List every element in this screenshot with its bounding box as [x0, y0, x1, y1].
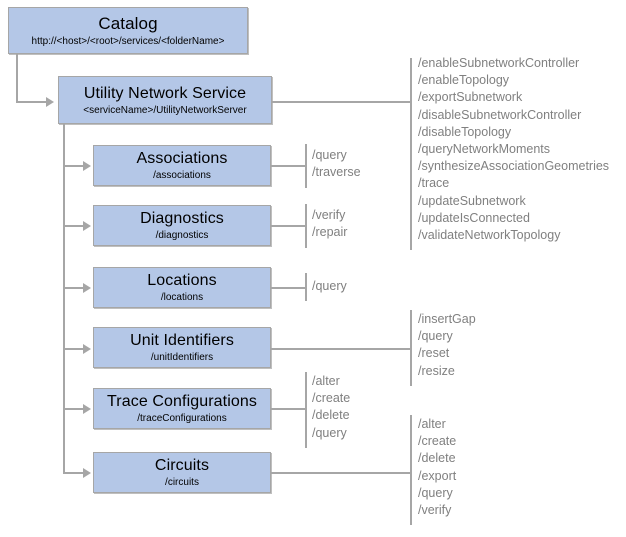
arrow-to-trace-configurations	[83, 404, 91, 414]
connector-unit-identifiers-to-operations	[271, 348, 411, 350]
node-unit-identifiers-path: /unitIdentifiers	[150, 352, 214, 363]
operations-diagnostics: /verify /repair	[312, 207, 347, 241]
operation-item: /updateIsConnected	[418, 210, 530, 225]
operations-trace-configurations: /alter /create /delete /query	[312, 373, 350, 442]
operation-item: /create	[312, 391, 351, 406]
node-diagnostics[interactable]: Diagnostics /diagnostics	[93, 205, 271, 246]
operation-item: /verify	[312, 208, 346, 222]
operation-item: /enableSubnetworkController	[418, 56, 580, 70]
connector-locations-to-operations	[271, 287, 306, 289]
arrow-to-circuits	[83, 468, 91, 478]
connector-trunk-to-locations	[63, 287, 83, 289]
connector-trunk-to-diagnostics	[63, 225, 83, 227]
connector-trunk-to-trace-configurations	[63, 408, 83, 410]
bracket-circuits-operations	[410, 415, 412, 525]
connector-trunk-to-circuits	[63, 472, 83, 474]
bracket-uns-operations	[410, 58, 412, 250]
node-trace-configurations[interactable]: Trace Configurations /traceConfiguration…	[93, 388, 271, 429]
node-catalog-path: http://<host>/<root>/services/<folderNam…	[31, 35, 225, 47]
operation-item: /resize	[418, 363, 455, 378]
node-locations-path: /locations	[160, 292, 204, 303]
bracket-associations-operations	[305, 144, 307, 188]
operation-item: /create	[418, 434, 457, 449]
connector-trunk-to-unit-identifiers	[63, 348, 83, 350]
operation-item: /delete	[312, 408, 350, 423]
operation-item: /insertGap	[418, 312, 476, 326]
node-utility-network-service-title: Utility Network Service	[83, 84, 247, 102]
operation-item: /query	[312, 425, 347, 440]
operation-item: /query	[418, 329, 453, 344]
node-circuits[interactable]: Circuits /circuits	[93, 452, 271, 493]
node-associations[interactable]: Associations /associations	[93, 145, 271, 186]
node-unit-identifiers-title: Unit Identifiers	[130, 332, 234, 349]
operation-item: /verify	[418, 503, 452, 518]
arrow-to-associations	[83, 161, 91, 171]
operations-locations: /query	[312, 278, 347, 295]
node-circuits-path: /circuits	[165, 477, 199, 488]
connector-associations-to-operations	[271, 165, 306, 167]
node-unit-identifiers[interactable]: Unit Identifiers /unitIdentifiers	[93, 327, 271, 368]
operation-item: /repair	[312, 225, 348, 240]
arrow-to-diagnostics	[83, 221, 91, 231]
node-diagnostics-title: Diagnostics	[140, 210, 224, 227]
node-diagnostics-path: /diagnostics	[155, 230, 209, 241]
operation-item: /disableTopology	[418, 124, 512, 139]
operations-unit-identifiers: /insertGap /query /reset /resize	[418, 311, 476, 380]
node-circuits-title: Circuits	[154, 457, 210, 474]
connector-circuits-to-operations	[271, 472, 411, 474]
node-associations-title: Associations	[136, 150, 228, 167]
node-associations-path: /associations	[153, 170, 211, 181]
bracket-trace-configurations-operations	[305, 372, 307, 448]
bracket-diagnostics-operations	[305, 204, 307, 248]
operation-item: /disableSubnetworkController	[418, 107, 582, 122]
connector-uns-trunk-vertical	[63, 124, 65, 472]
operation-item: /traverse	[312, 165, 361, 180]
operation-item: /query	[312, 148, 347, 162]
operation-item: /updateSubnetwork	[418, 193, 526, 208]
connector-diagnostics-to-operations	[271, 225, 306, 227]
operation-item: /reset	[418, 346, 450, 361]
operation-item: /exportSubnetwork	[418, 90, 523, 105]
node-catalog[interactable]: Catalog http://<host>/<root>/services/<f…	[8, 7, 248, 54]
arrow-catalog-to-uns	[46, 97, 54, 107]
connector-catalog-to-uns-horizontal	[16, 101, 46, 103]
node-locations-title: Locations	[147, 272, 217, 289]
operation-item: /trace	[418, 176, 450, 191]
bracket-locations-operations	[305, 273, 307, 301]
arrow-to-unit-identifiers	[83, 344, 91, 354]
arrow-to-locations	[83, 283, 91, 293]
operation-item: /queryNetworkMoments	[418, 142, 550, 157]
operations-circuits: /alter /create /delete /export /query /v…	[418, 416, 456, 519]
operation-item: /delete	[418, 451, 456, 466]
node-utility-network-service[interactable]: Utility Network Service <serviceName>/Ut…	[58, 76, 272, 124]
connector-trace-configurations-to-operations	[271, 408, 306, 410]
operation-item: /alter	[418, 417, 446, 431]
operation-item: /query	[312, 279, 347, 293]
node-trace-configurations-title: Trace Configurations	[107, 393, 257, 410]
node-utility-network-service-path: <serviceName>/UtilityNetworkServer	[83, 104, 247, 116]
connector-trunk-to-associations	[63, 165, 83, 167]
connector-catalog-to-uns-vertical	[16, 54, 18, 102]
operation-item: /export	[418, 468, 457, 483]
operations-utility-network-service: /enableSubnetworkController /enableTopol…	[418, 55, 609, 244]
node-locations[interactable]: Locations /locations	[93, 267, 271, 308]
operations-associations: /query /traverse	[312, 147, 361, 181]
connector-uns-to-operations	[272, 101, 411, 103]
operation-item: /enableTopology	[418, 73, 510, 88]
operation-item: /synthesizeAssociationGeometries	[418, 159, 610, 174]
operation-item: /query	[418, 485, 453, 500]
operation-item: /validateNetworkTopology	[418, 228, 561, 243]
bracket-unit-identifiers-operations	[410, 310, 412, 386]
node-catalog-title: Catalog	[98, 13, 158, 33]
operation-item: /alter	[312, 374, 340, 388]
node-trace-configurations-path: /traceConfigurations	[137, 413, 227, 424]
